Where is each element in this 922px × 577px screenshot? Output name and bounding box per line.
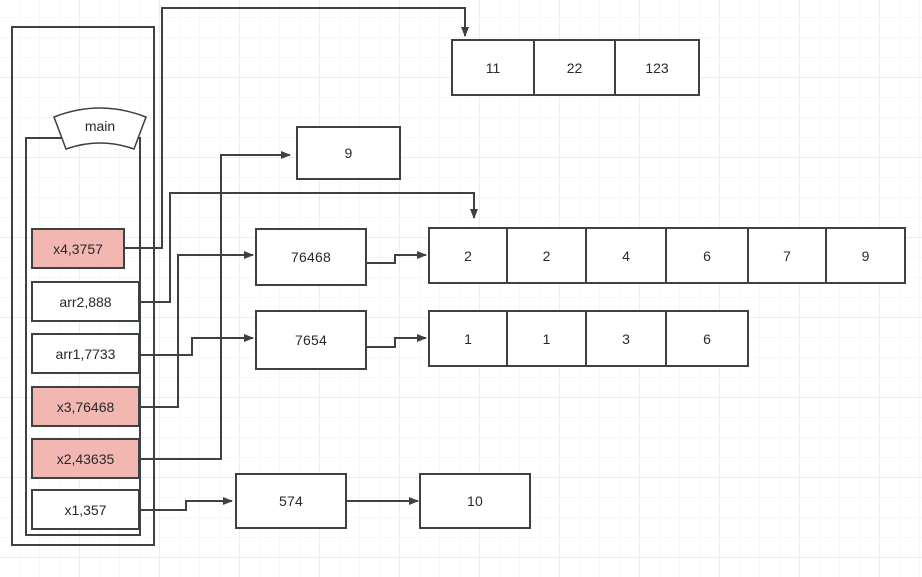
array-bottom-cell-1-label: 1: [542, 330, 551, 347]
array-bottom-cell-2[interactable]: 3: [585, 310, 667, 367]
array-middle-cell-1-label: 2: [542, 247, 551, 264]
edge-box76468-to-array-middle: [366, 251, 427, 264]
box-9[interactable]: 9: [296, 126, 401, 180]
box-7654[interactable]: 7654: [255, 310, 367, 370]
array-bottom-cell-2-label: 3: [622, 330, 630, 347]
stack-var-arr2[interactable]: arr2,888: [31, 281, 140, 322]
box-10[interactable]: 10: [419, 473, 531, 529]
stack-var-x2-label: x2,43635: [56, 450, 115, 467]
edge-arr1-to-box7654: [140, 334, 254, 356]
box-9-label: 9: [344, 145, 353, 161]
array-middle-cell-3[interactable]: 6: [665, 227, 749, 284]
array-middle-cell-2-label: 4: [622, 247, 630, 264]
array-top-cell-0-label: 11: [485, 59, 501, 76]
box-76468-label: 76468: [291, 249, 331, 265]
stack-var-x2[interactable]: x2,43635: [31, 438, 140, 479]
array-middle-cell-5-label: 9: [861, 247, 870, 264]
stack-var-x1[interactable]: x1,357: [31, 489, 140, 530]
array-bottom-cell-3[interactable]: 6: [665, 310, 749, 367]
stack-var-arr1[interactable]: arr1,7733: [31, 333, 140, 374]
array-top-cell-2-label: 123: [645, 59, 669, 76]
main-label: main: [84, 118, 116, 134]
array-bottom-cell-0-label: 1: [464, 330, 472, 347]
stack-outer-frame: [11, 26, 155, 546]
array-top-cell-2[interactable]: 123: [614, 39, 700, 96]
array-middle-cell-2[interactable]: 4: [585, 227, 667, 284]
stack-var-arr2-label: arr2,888: [59, 293, 112, 310]
array-middle-cell-5[interactable]: 9: [825, 227, 906, 284]
edge-x4-to-array-top: [125, 7, 469, 249]
box-76468[interactable]: 76468: [255, 228, 367, 286]
array-middle-cell-0[interactable]: 2: [428, 227, 508, 284]
box-7654-label: 7654: [295, 332, 327, 348]
array-top-cell-1-label: 22: [566, 59, 583, 76]
stack-var-x3-label: x3,76468: [56, 398, 115, 415]
array-bottom-cell-0[interactable]: 1: [428, 310, 508, 367]
array-top-cell-0[interactable]: 11: [451, 39, 535, 96]
stack-var-x1-label: x1,357: [64, 501, 107, 518]
array-middle-cell-0-label: 2: [464, 247, 472, 264]
array-middle-cell-1[interactable]: 2: [506, 227, 587, 284]
array-top-cell-1[interactable]: 22: [533, 39, 616, 96]
edge-box7654-to-array-bottom: [366, 334, 427, 348]
main-frame-banner: main: [50, 99, 150, 151]
stack-var-arr1-label: arr1,7733: [55, 345, 116, 362]
stack-var-x4-label: x4,3757: [53, 240, 103, 257]
box-574[interactable]: 574: [235, 473, 347, 529]
edge-x3-to-box76468: [140, 251, 254, 408]
stack-var-x4[interactable]: x4,3757: [31, 228, 125, 269]
box-10-label: 10: [467, 493, 483, 509]
array-middle-cell-4[interactable]: 7: [747, 227, 827, 284]
stack-var-x3[interactable]: x3,76468: [31, 386, 140, 427]
edge-x2-to-box9: [140, 151, 291, 460]
array-bottom-cell-3-label: 6: [703, 330, 711, 347]
array-middle-cell-4-label: 7: [783, 247, 791, 264]
array-middle-cell-3-label: 6: [703, 247, 711, 264]
array-bottom-cell-1[interactable]: 1: [506, 310, 587, 367]
box-574-label: 574: [279, 493, 303, 509]
